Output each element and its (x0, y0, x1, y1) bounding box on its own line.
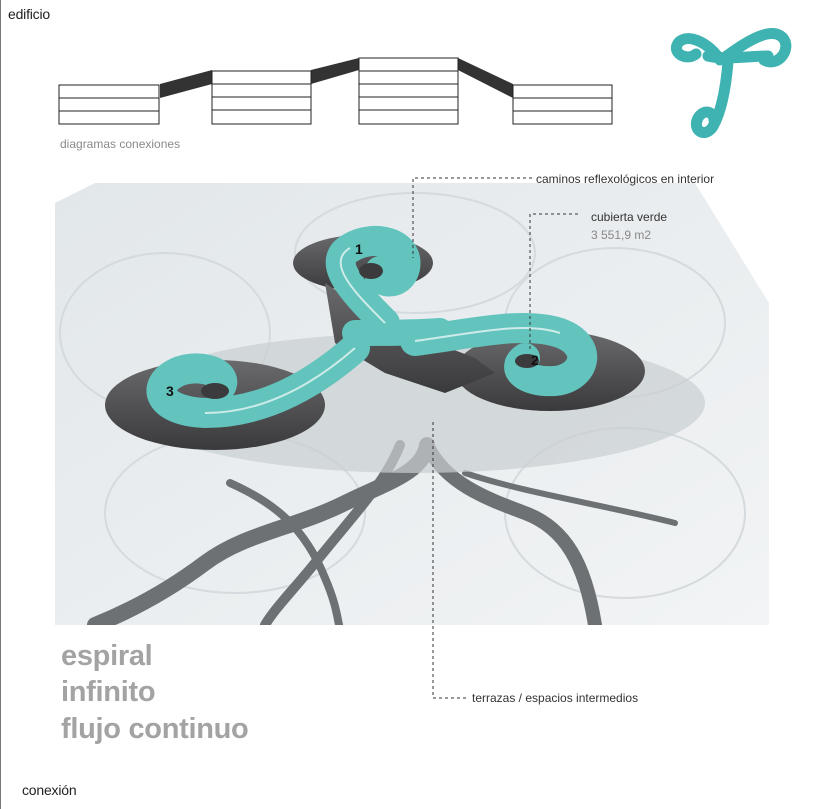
building-render (55, 183, 769, 625)
wing-number-1: 1 (355, 241, 363, 257)
annotation-caminos: caminos reflexológicos en interior (536, 172, 715, 186)
page-left-border (0, 0, 1, 809)
diagram-block-3 (358, 57, 459, 125)
slogan-line-2: infinito (61, 676, 156, 708)
courtyards (201, 263, 539, 399)
connector-2-3 (311, 58, 359, 84)
annotation-cubierta: cubierta verde (591, 210, 668, 224)
diagram-block-1 (58, 84, 160, 125)
wing-number-3: 3 (166, 383, 174, 399)
section-footer: conexión (22, 782, 77, 798)
wing-number-2: 2 (531, 352, 539, 368)
annotation-terrazas: terrazas / espacios intermedios (472, 691, 639, 705)
annotation-area: 3 551,9 m2 (591, 228, 652, 242)
connector-3-4 (458, 58, 513, 98)
connection-diagram (58, 57, 613, 125)
connector-1-2 (160, 70, 212, 98)
diagram-block-4 (512, 84, 613, 125)
slogan-line-1: espiral (61, 640, 153, 672)
diagram-block-2 (211, 70, 312, 125)
access-paths (87, 437, 678, 625)
diagram-caption: diagramas conexiones (60, 137, 181, 151)
section-title: edificio (8, 6, 50, 22)
triskelion-logo-icon (670, 28, 792, 138)
slogan-line-3: flujo continuo (61, 713, 249, 745)
